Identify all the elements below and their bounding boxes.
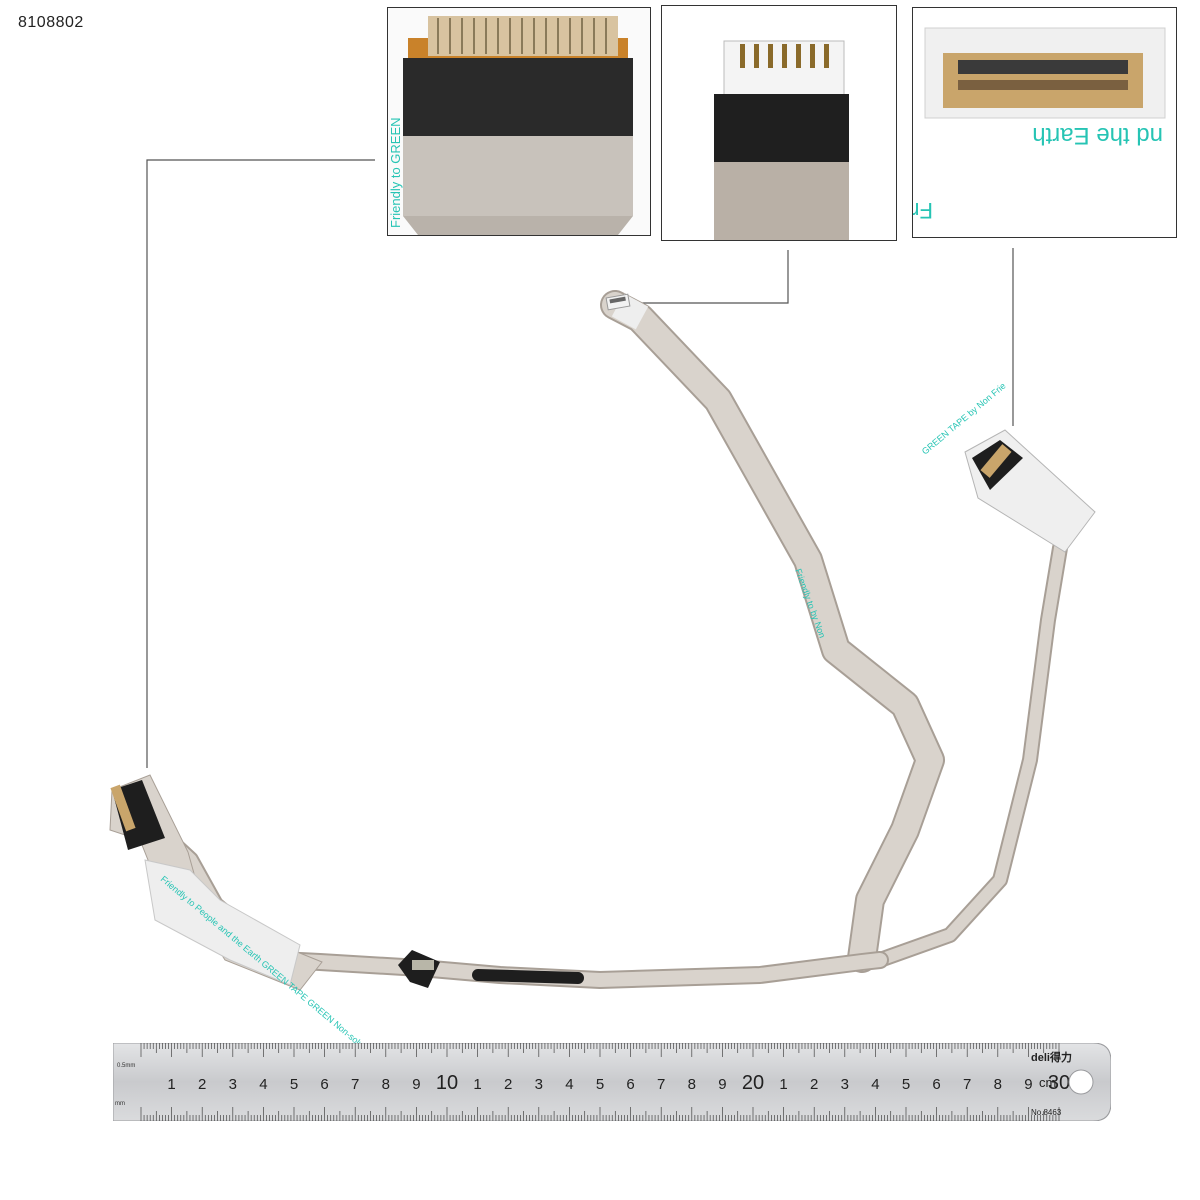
- ruler-number: 1: [473, 1076, 481, 1093]
- ruler-number: 8: [382, 1076, 390, 1093]
- middle-connector-end: [605, 293, 631, 311]
- ruler-number: 7: [963, 1076, 971, 1093]
- ruler-number: 6: [626, 1076, 634, 1093]
- ruler-number: 30: [1048, 1072, 1070, 1094]
- leader-lines: [146, 159, 1014, 768]
- ruler-number: 9: [412, 1076, 420, 1093]
- product-sku: 8108802: [18, 14, 84, 31]
- ruler-number: 6: [932, 1076, 940, 1093]
- ruler-number: 10: [436, 1072, 458, 1094]
- inset-middle-connector: [661, 5, 897, 241]
- ruler-number: 3: [535, 1076, 543, 1093]
- ruler-number: 6: [320, 1076, 328, 1093]
- ruler-number: 3: [229, 1076, 237, 1093]
- inset-left-connector: Friendly to GREEN: [387, 7, 651, 236]
- ruler-number: 8: [688, 1076, 696, 1093]
- ruler-number: 4: [565, 1076, 573, 1093]
- ruler-number: 8: [994, 1076, 1002, 1093]
- ruler-number: 2: [198, 1076, 206, 1093]
- ruler-number: 5: [596, 1076, 604, 1093]
- leader-line-middle: [640, 250, 789, 304]
- ruler-number: 4: [871, 1076, 879, 1093]
- ruler-number: 9: [718, 1076, 726, 1093]
- ruler-hang-hole: [1068, 1069, 1094, 1095]
- ruler-number: 9: [1024, 1076, 1032, 1093]
- ruler-number: 1: [167, 1076, 175, 1093]
- right-connector-end: GREEN TAPE by Non Frie: [920, 381, 1096, 553]
- ruler-number: 1: [779, 1076, 787, 1093]
- ruler-number: 5: [290, 1076, 298, 1093]
- ruler-number: 4: [259, 1076, 267, 1093]
- ruler-number: 5: [902, 1076, 910, 1093]
- ruler-number: 7: [351, 1076, 359, 1093]
- inset-right-caption: nd the Earth: [1032, 122, 1163, 149]
- leader-line-left: [146, 159, 375, 768]
- ruler-mm-mark: mm: [115, 1101, 125, 1107]
- ruler-model: No.8463: [1031, 1108, 1062, 1117]
- ruler-numbers: 1 2 3 4 5 6 7 8 9 10 1 2 3 4 5 6 7 8 9 20 1 2 3 4 5 6 7 8 9 30: [167, 1072, 1070, 1094]
- ruler-number: 20: [742, 1072, 764, 1094]
- ruler-brand: deli得力: [1031, 1050, 1072, 1064]
- ruler-number: 2: [810, 1076, 818, 1093]
- inset-right-connector: nd the Earth Frie: [912, 7, 1177, 238]
- cable-right-branch: [872, 540, 1068, 968]
- left-connector-end: Friendly to People and the Earth GREEN T…: [109, 774, 390, 1070]
- cable-middle-branch: [600, 290, 945, 973]
- ruler-ticks: [140, 1043, 1060, 1121]
- ruler-number: 7: [657, 1076, 665, 1093]
- ruler-number: 2: [504, 1076, 512, 1093]
- ruler-unit: cm: [1039, 1075, 1056, 1090]
- inset-left-caption: Friendly to GREEN: [388, 117, 403, 228]
- ruler-number: 3: [841, 1076, 849, 1093]
- inset-right-caption2: Frie: [913, 198, 933, 223]
- ruler-precision: 0.5mm: [117, 1063, 135, 1069]
